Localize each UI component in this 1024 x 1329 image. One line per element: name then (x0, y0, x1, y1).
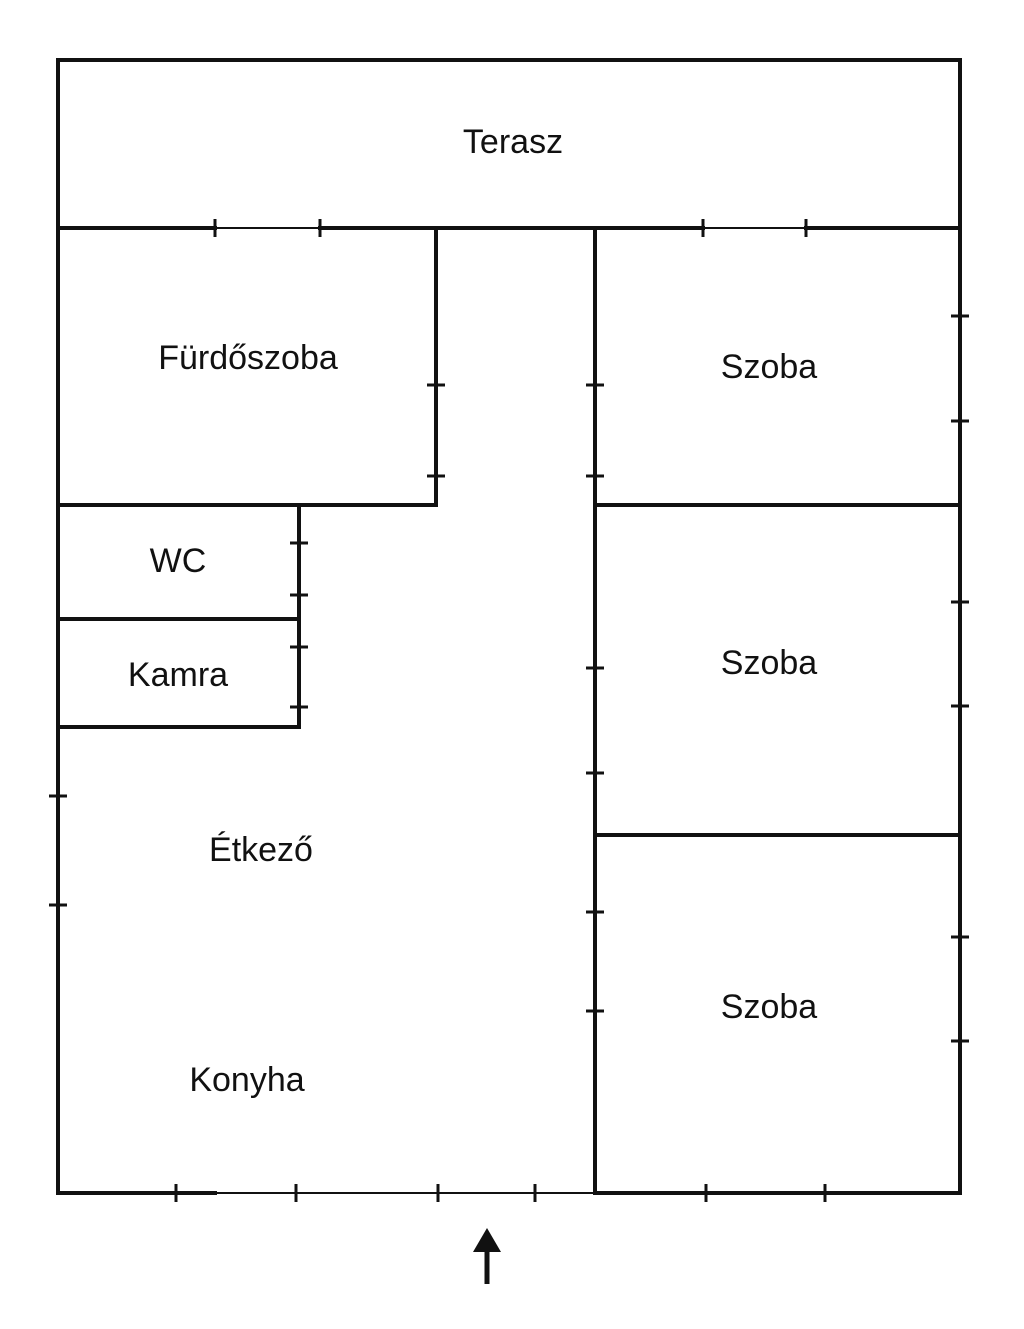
outer-walls (56, 58, 962, 1195)
room-1-label: Szoba (721, 348, 817, 386)
room-3-label: Szoba (721, 988, 817, 1026)
kitchen-label: Konyha (189, 1061, 304, 1099)
terrace-label: Terasz (463, 123, 563, 161)
opening-ticks (49, 219, 969, 1202)
pantry-label: Kamra (128, 656, 228, 694)
bathroom-label: Fürdőszoba (158, 339, 338, 377)
wc-label: WC (150, 542, 207, 580)
room-2-label: Szoba (721, 644, 817, 682)
arrow-up-icon (473, 1228, 501, 1284)
dining-label: Étkező (209, 831, 313, 869)
interior-walls (56, 226, 962, 1195)
